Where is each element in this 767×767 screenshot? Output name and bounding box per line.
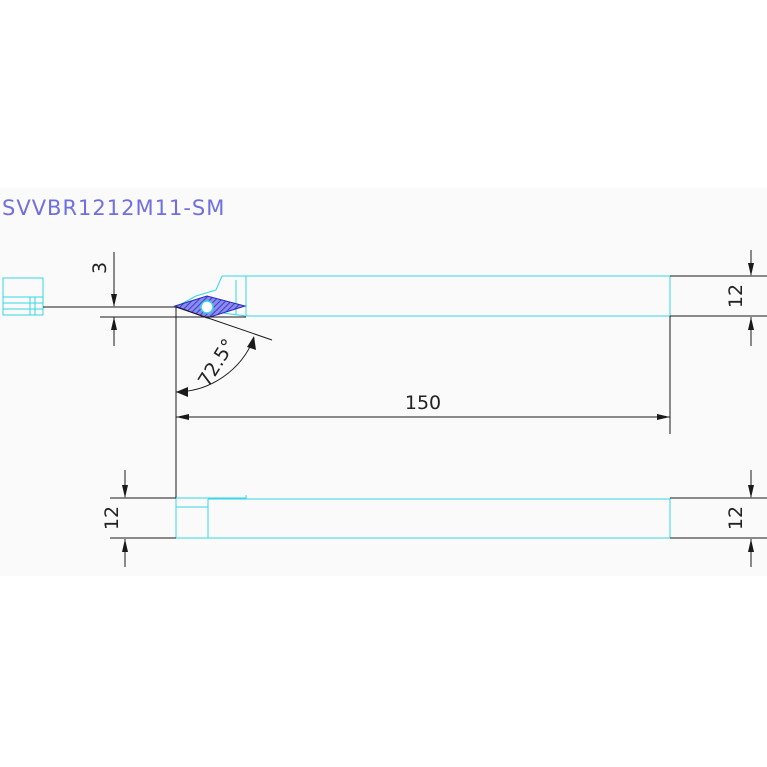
dim-length: 150 [175, 307, 671, 498]
dim-height-top-right-label: 12 [725, 284, 747, 308]
dim-height-bottom-right-label: 12 [725, 506, 747, 530]
front-view: 12 12 [101, 470, 767, 567]
side-view-icon [2, 277, 44, 316]
dim-length-label: 150 [405, 392, 441, 414]
dim-overhang-label: 3 [89, 262, 111, 274]
dim-height-top-right: 12 [670, 250, 767, 346]
insert-hole [200, 300, 214, 314]
dim-height-bottom-left: 12 [101, 470, 176, 567]
part-number-title: SVVBR1212M11-SM [2, 196, 225, 220]
dim-height-bottom-right: 12 [670, 470, 767, 567]
tool-shank-front [175, 495, 671, 539]
dim-overhang: 3 [89, 252, 246, 346]
drawing-area [0, 188, 767, 576]
dim-height-bottom-left-label: 12 [101, 506, 123, 530]
